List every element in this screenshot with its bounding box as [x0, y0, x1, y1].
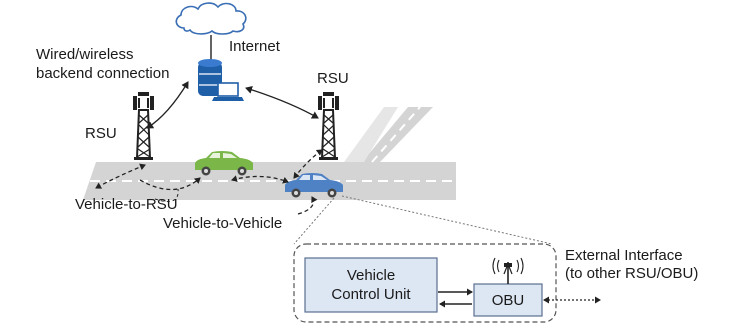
backend-arrow-left	[146, 81, 189, 129]
external-interface-label-line2: (to other RSU/OBU)	[565, 265, 699, 282]
internet-label: Internet	[229, 38, 280, 55]
antenna-icon	[492, 257, 524, 284]
rsu-right-label: RSU	[317, 70, 349, 87]
backend-label-line1: Wired/wireless	[36, 46, 134, 63]
tower-icon	[133, 92, 154, 160]
car-icon	[195, 151, 253, 176]
obu-label: OBU	[491, 292, 525, 309]
v2r-arrow-left	[95, 163, 146, 189]
tower-icon	[318, 92, 339, 160]
vehicle-control-unit-box	[304, 257, 438, 313]
vcu-label-line2: Control Unit	[331, 286, 411, 303]
v2r-arrow-right	[293, 149, 323, 179]
v2r-label: Vehicle-to-RSU	[75, 196, 178, 213]
cloud-icon	[175, 2, 247, 35]
v2v-arrow	[231, 175, 289, 184]
backend-arrow-right	[245, 86, 319, 119]
external-interface-label-line1: External Interface	[565, 247, 683, 264]
v2v-label-pointer	[297, 196, 318, 215]
zoom-line	[293, 197, 335, 245]
v2r-label-pointer	[154, 188, 179, 202]
laptop-icon	[212, 82, 244, 101]
v2v-label: Vehicle-to-Vehicle	[163, 215, 283, 232]
obu-box	[473, 283, 543, 317]
rsu-left-label: RSU	[85, 125, 117, 142]
zoom-line	[341, 195, 553, 245]
v2r-arrow-green-to-tower	[139, 177, 201, 191]
vcu-label-line1: Vehicle	[346, 267, 396, 284]
backend-label-line2: backend connection	[36, 65, 170, 82]
